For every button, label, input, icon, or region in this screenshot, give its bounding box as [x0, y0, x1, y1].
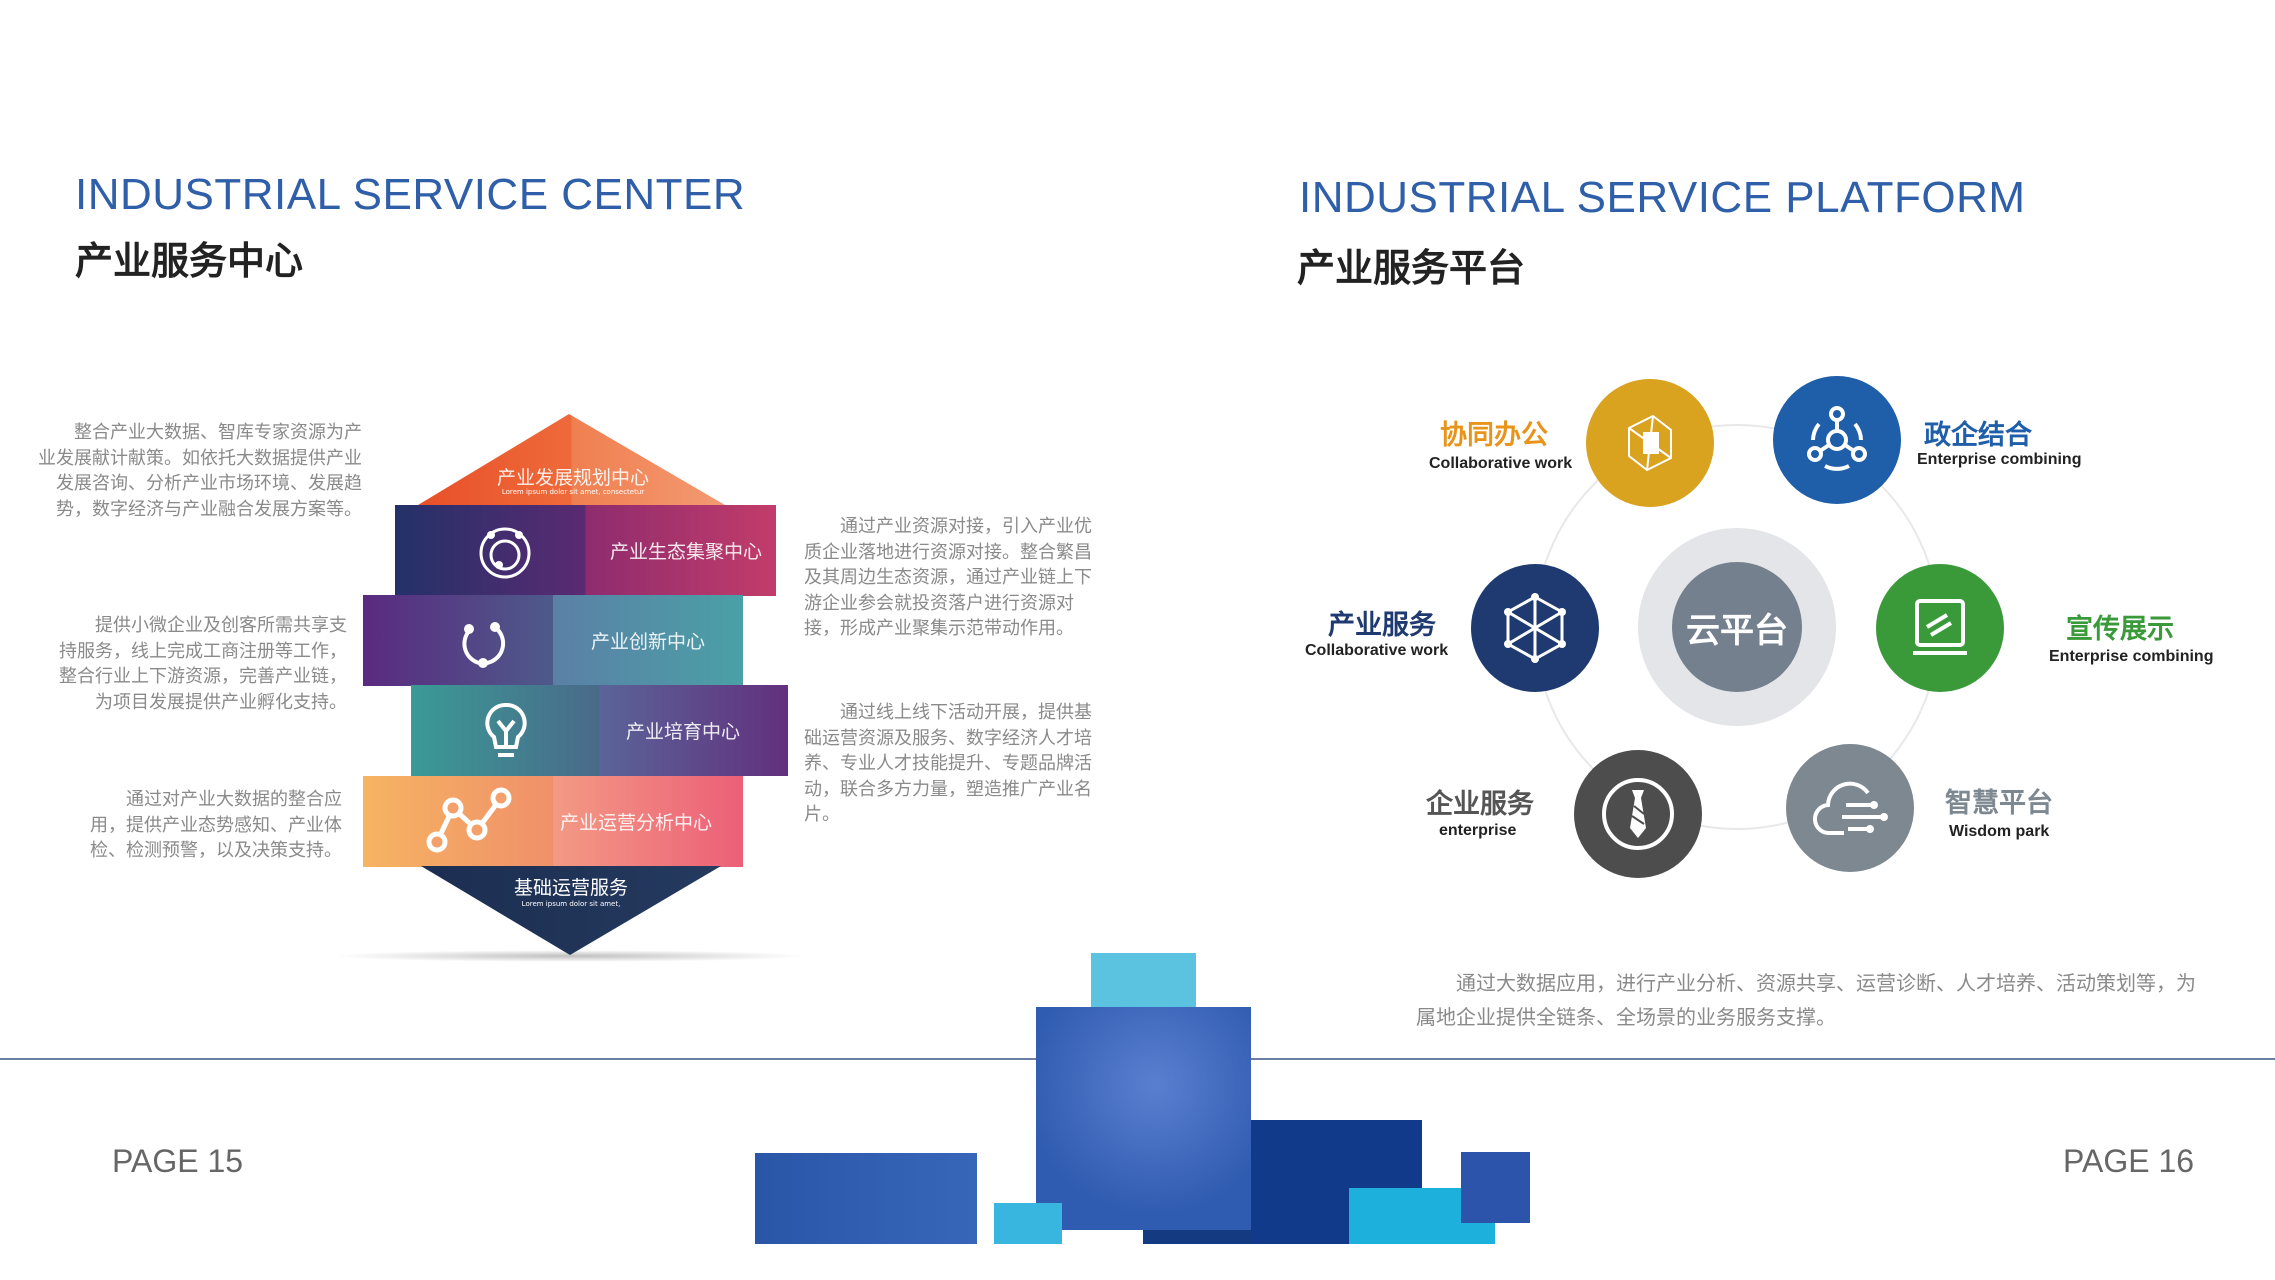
node-label-en: enterprise [1439, 822, 1517, 839]
node-label-cn: 企业服务 [1426, 789, 1534, 820]
deco-block [1091, 953, 1196, 1009]
bottom-sub: Lorem ipsum dolor sit amet, [521, 900, 621, 908]
chart-line-icon [426, 787, 512, 853]
node-label-en: Enterprise combining [2049, 648, 2214, 665]
node-gov-enterprise[interactable] [1773, 376, 1901, 504]
cloud-circuit-icon [1812, 781, 1888, 836]
band-innovation: 产业创新中心 [363, 595, 743, 686]
deco-block [1036, 1007, 1251, 1230]
orbit-icon [479, 527, 531, 579]
lightbulb-icon [485, 702, 527, 757]
bottom-label: 基础运营服务 [513, 877, 628, 899]
top-sub: Lorem ipsum dolor sit amet, consectetur [501, 488, 645, 496]
left-paragraph-1: 整合产业大数据、智库专家资源为产业发展献计献策。如依托大数据提供产业发展咨询、分… [38, 422, 362, 520]
band-label: 产业培育中心 [626, 721, 741, 743]
band-label: 产业创新中心 [591, 631, 706, 653]
top-arrow [418, 414, 725, 505]
right-paragraph-1: 通过产业资源对接，引入产业优质企业落地进行资源对接。整合繁昌及其周边生态资源，通… [804, 516, 1092, 639]
hexagon-network-icon [1504, 593, 1566, 663]
tie-icon [1602, 778, 1674, 850]
hub-icon [1807, 406, 1867, 471]
deco-block [755, 1153, 977, 1244]
node-label-cn: 宣传展示 [2066, 614, 2174, 645]
center-cloud-platform: 云平台 [1672, 562, 1802, 692]
page-number-left: PAGE 15 [112, 1143, 244, 1179]
page-number-right: PAGE 16 [2063, 1143, 2195, 1179]
deco-block [994, 1203, 1062, 1244]
shadow [330, 950, 810, 962]
platform-paragraph: 通过大数据应用，进行产业分析、资源共享、运营诊断、人才培养、活动策划等，为属地企… [1416, 971, 2196, 1029]
node-industry-service[interactable] [1471, 564, 1599, 692]
node-smart-platform[interactable] [1786, 744, 1914, 872]
deco-block [1461, 1152, 1530, 1223]
node-enterprise-service[interactable] [1574, 750, 1702, 878]
right-title-en: INDUSTRIAL SERVICE PLATFORM [1299, 173, 2026, 222]
node-label-cn: 智慧平台 [1945, 788, 2053, 819]
cycle-icon [462, 622, 506, 668]
left-title-cn: 产业服务中心 [75, 239, 304, 283]
left-paragraph-2: 提供小微企业及创客所需共享支持服务，线上完成工商注册等工作，整合行业上下游资源，… [59, 615, 347, 713]
node-label-cn: 协同办公 [1440, 420, 1548, 451]
node-label-en: Collaborative work [1305, 642, 1449, 659]
node-collaborative[interactable] [1586, 379, 1714, 507]
band-label: 产业生态集聚中心 [610, 541, 763, 563]
band-cultivation: 产业培育中心 [411, 685, 788, 776]
band-operations: 产业运营分析中心 [363, 776, 743, 867]
top-label: 产业发展规划中心 [496, 467, 649, 489]
node-publicity[interactable] [1876, 564, 2004, 692]
node-label-cn: 政企结合 [1924, 420, 2032, 451]
screen-icon [1913, 599, 1967, 655]
band-ecology: 产业生态集聚中心 [395, 505, 776, 596]
left-title-en: INDUSTRIAL SERVICE CENTER [75, 170, 746, 219]
node-label-en: Enterprise combining [1917, 451, 2082, 468]
cube-network-icon [1628, 414, 1672, 472]
left-paragraph-3: 通过对产业大数据的整合应用，提供产业态势感知、产业体检、检测预警，以及决策支持。 [90, 789, 342, 861]
bottom-arrow [421, 866, 721, 955]
node-label-en: Wisdom park [1949, 823, 2050, 840]
node-label-cn: 产业服务 [1328, 610, 1436, 641]
band-label: 产业运营分析中心 [560, 812, 713, 834]
right-paragraph-2: 通过线上线下活动开展，提供基础运营资源及服务、数字经济人才培养、专业人才技能提升… [804, 702, 1092, 825]
right-title-cn: 产业服务平台 [1297, 246, 1526, 290]
node-label-en: Collaborative work [1429, 455, 1573, 472]
